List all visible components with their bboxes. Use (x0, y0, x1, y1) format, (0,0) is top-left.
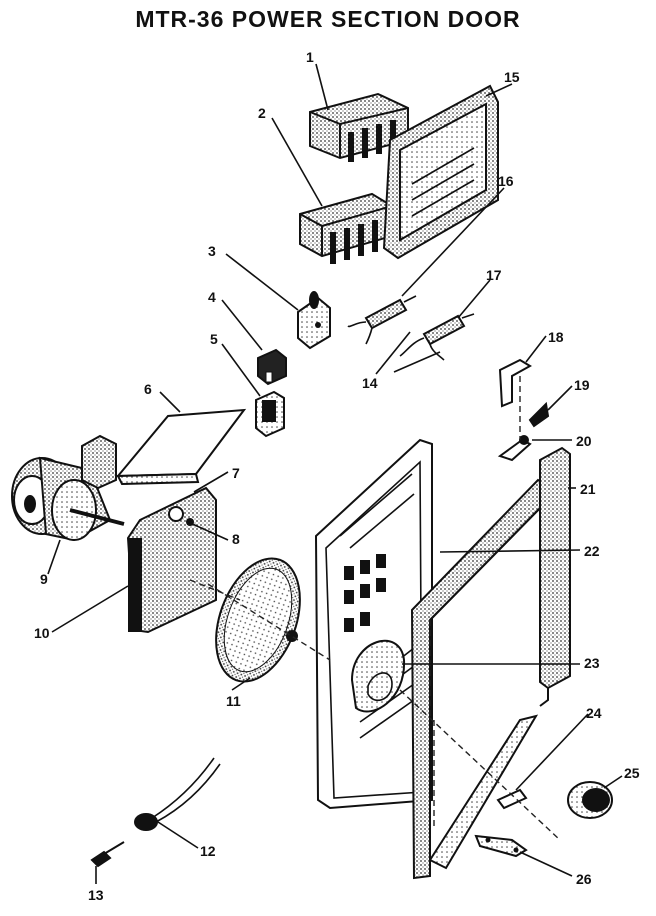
callout-labels: 1 2 3 4 5 6 7 8 9 10 11 12 13 14 15 16 1… (34, 49, 640, 903)
door-panel (314, 438, 433, 810)
part-22-door-frame (410, 478, 549, 880)
diagram-title: MTR-36 POWER SECTION DOOR (135, 6, 521, 32)
callout-8: 8 (232, 531, 240, 547)
callout-13: 13 (88, 887, 104, 903)
callout-24: 24 (586, 705, 602, 721)
part-11-fan-blade (215, 557, 301, 683)
callout-19: 19 (574, 377, 590, 393)
part-4-relay (257, 348, 287, 386)
part-15-switch-panel (382, 84, 499, 260)
callout-3: 3 (208, 243, 216, 259)
callout-25: 25 (624, 765, 640, 781)
part-25-knob (567, 781, 613, 819)
callout-6: 6 (144, 381, 152, 397)
part-21-side-strip (539, 446, 571, 690)
part-26-latch (474, 834, 528, 858)
assembly-lines (189, 376, 561, 841)
part-5-relay (255, 390, 285, 438)
part-24-hinge (496, 788, 528, 810)
callout-2: 2 (258, 105, 266, 121)
part-13-screw (90, 841, 125, 868)
part-18-bracket (498, 358, 532, 408)
callout-23: 23 (584, 655, 600, 671)
part-10-fan-bracket (126, 486, 217, 634)
callout-7: 7 (232, 465, 240, 481)
callout-4: 4 (208, 289, 216, 305)
part-20-bracket (497, 435, 532, 462)
callout-18: 18 (548, 329, 564, 345)
part-16-cord (347, 295, 417, 345)
callout-11: 11 (226, 693, 241, 709)
part-19-clip (528, 401, 550, 428)
callout-26: 26 (576, 871, 592, 887)
part-6-plate (115, 408, 247, 486)
callout-10: 10 (34, 625, 50, 641)
callout-9: 9 (40, 571, 48, 587)
leader-lines (47, 63, 623, 884)
part-2-switch-block (299, 192, 393, 264)
callout-22: 22 (584, 543, 600, 559)
part-9-motor (11, 434, 125, 542)
part-3-switch (297, 291, 331, 350)
callout-21: 21 (580, 481, 596, 497)
callout-15: 15 (504, 69, 520, 85)
part-12-power-cord (134, 757, 221, 831)
callout-14: 14 (362, 375, 378, 391)
callout-5: 5 (210, 331, 218, 347)
callout-12: 12 (200, 843, 216, 859)
callout-20: 20 (576, 433, 592, 449)
callout-16: 16 (498, 173, 514, 189)
callout-1: 1 (306, 49, 314, 65)
callout-17: 17 (486, 267, 502, 283)
